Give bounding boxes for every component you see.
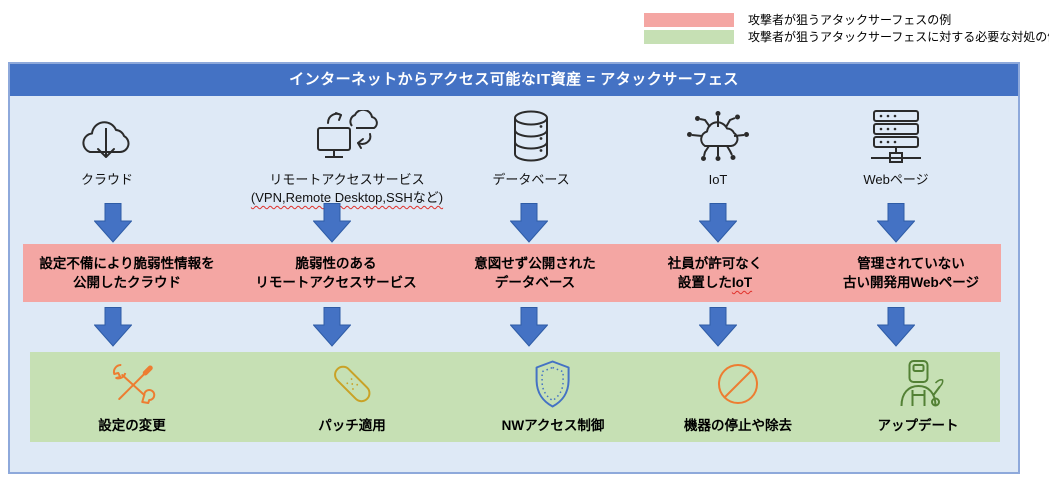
measure-config-change: 設定の変更 (98, 359, 166, 434)
down-arrow-icon (510, 203, 548, 243)
measure-label: パッチ適用 (318, 418, 386, 433)
measure-label: NWアクセス制御 (501, 418, 605, 433)
asset-label: データベース (492, 172, 570, 187)
measure-label: アップデート (877, 418, 959, 433)
down-arrow-icon (699, 307, 737, 347)
iot-network-icon (603, 104, 833, 166)
asset-label: リモートアクセスサービス (269, 172, 425, 187)
measure-stop-remove: 機器の停止や除去 (684, 359, 792, 434)
diagram-title: インターネットからアクセス可能なIT資産 = アタックサーフェス (10, 64, 1018, 96)
asset-column-iot: IoT (603, 104, 833, 189)
legend-label-attack-surface: 攻撃者が狙うアタックサーフェスの例 (748, 13, 952, 27)
risk-web-page: 管理されていない 古い開発用Webページ (843, 244, 979, 302)
down-arrow-icon (313, 203, 351, 243)
risk-line: 社員が許可なく (667, 256, 763, 271)
down-arrow-icon (94, 307, 132, 347)
risk-line: 公開したクラウド (72, 275, 181, 290)
legend: 攻撃者が狙うアタックサーフェスの例 攻撃者が狙うアタックサーフェスに対する必要な… (644, 11, 1049, 45)
risk-line: 脆弱性のある (295, 256, 377, 271)
down-arrow-icon (94, 203, 132, 243)
attack-surface-risk-band: 設定不備により脆弱性情報を 公開したクラウド 脆弱性のある リモートアクセスサー… (23, 244, 1001, 302)
shield-icon (502, 359, 605, 409)
remote-desktop-cloud-icon (232, 104, 462, 166)
measure-label: 設定の変更 (98, 418, 166, 433)
risk-line: 意図せず公開された (474, 256, 596, 271)
risk-database: 意図せず公開された データベース (474, 244, 596, 302)
risk-iot: 社員が許可なく 設置したIoT (668, 244, 763, 302)
risk-line: 設定不備により脆弱性情報を (39, 256, 215, 271)
asset-label: IoT (708, 172, 728, 187)
measure-label: 機器の停止や除去 (684, 418, 792, 433)
risk-line: 設置したIoT (677, 275, 753, 290)
asset-column-web-page: Webページ (781, 104, 1011, 189)
countermeasure-band: 設定の変更 パッチ適用 (30, 352, 1000, 442)
down-arrow-icon (877, 203, 915, 243)
asset-column-remote-access: リモートアクセスサービス (VPN,Remote Desktop,SSHなど) (232, 104, 462, 207)
measure-nw-access-control: NWアクセス制御 (501, 359, 605, 434)
asset-column-cloud: クラウド (0, 104, 222, 189)
down-arrow-icon (313, 307, 351, 347)
risk-line: 管理されていない (857, 256, 965, 271)
down-arrow-icon (877, 307, 915, 347)
risk-line: データベース (494, 275, 576, 290)
measure-patch: パッチ適用 (318, 359, 386, 434)
down-arrow-icon (510, 307, 548, 347)
down-arrow-icon (699, 203, 737, 243)
patch-bandage-icon (318, 359, 386, 409)
risk-line: 古い開発用Webページ (843, 275, 979, 290)
prohibition-icon (684, 359, 792, 409)
database-icon (416, 104, 646, 166)
asset-label: Webページ (863, 172, 929, 187)
legend-swatch-pink (644, 12, 734, 27)
risk-remote-access: 脆弱性のある リモートアクセスサービス (255, 244, 416, 302)
legend-swatch-green (644, 29, 734, 44)
asset-label: クラウド (80, 172, 133, 187)
diagram-frame: インターネットからアクセス可能なIT資産 = アタックサーフェス クラウド (8, 62, 1020, 474)
measure-update: アップデート (878, 359, 959, 434)
asset-column-database: データベース (416, 104, 646, 189)
cloud-download-icon (0, 104, 222, 166)
asset-sublabel: (VPN,Remote Desktop,SSHなど) (250, 190, 444, 205)
risk-cloud: 設定不備により脆弱性情報を 公開したクラウド (39, 244, 214, 302)
legend-label-countermeasure: 攻撃者が狙うアタックサーフェスに対する必要な対処の例 (748, 30, 1049, 44)
legend-item-attack-surface: 攻撃者が狙うアタックサーフェスの例 (644, 11, 1049, 28)
welder-update-icon (878, 359, 959, 409)
legend-item-countermeasure: 攻撃者が狙うアタックサーフェスに対する必要な対処の例 (644, 28, 1049, 45)
crossed-tools-icon (98, 359, 166, 409)
risk-line: リモートアクセスサービス (255, 275, 417, 290)
web-server-icon (781, 104, 1011, 166)
